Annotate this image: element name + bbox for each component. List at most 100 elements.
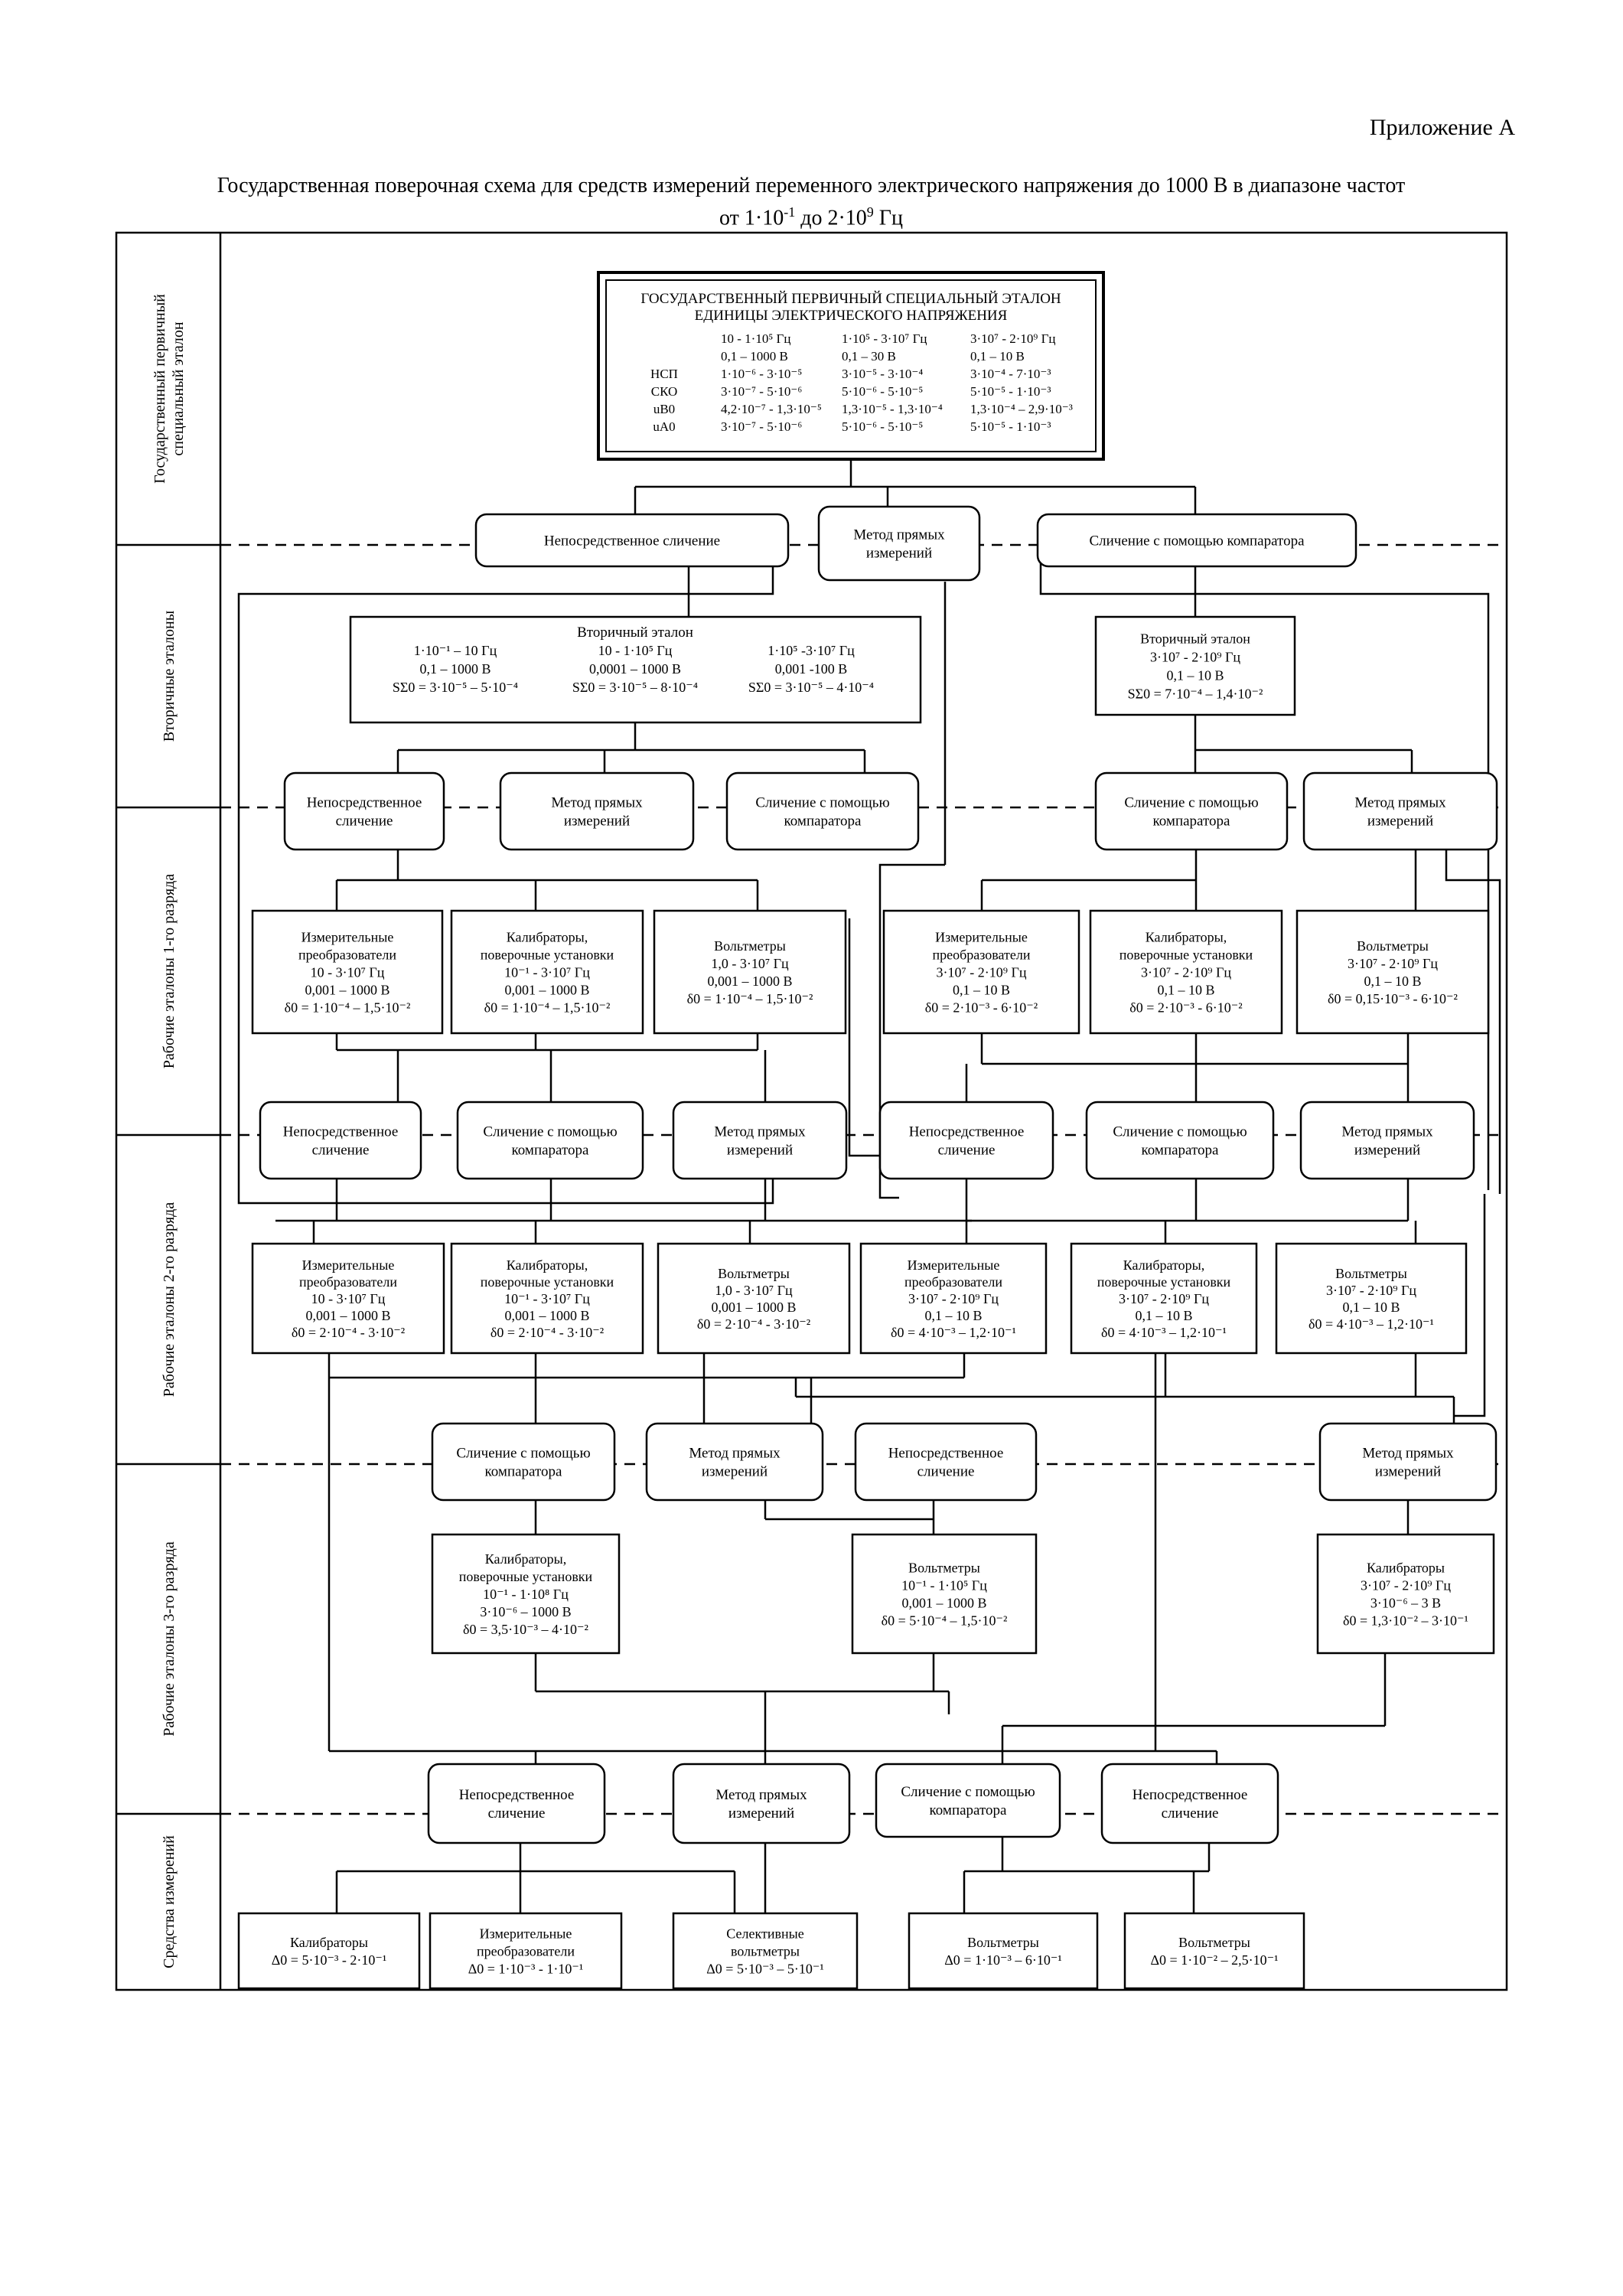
grade1-standard-box-line: δ0 = 1·10⁻⁴ – 1,5·10⁻² xyxy=(687,991,813,1006)
method-direct-measurement-line: измерений xyxy=(866,546,932,562)
primary-standard-cell: 1,3·10⁻⁴ – 2,9·10⁻³ xyxy=(970,402,1073,416)
method-direct-comparison-line: Непосредственное xyxy=(459,1787,575,1803)
method-direct-measurement-border xyxy=(645,1422,824,1502)
grade2-standard-box-line: 0,1 – 10 В xyxy=(1342,1300,1400,1315)
grade2-standard-box-border xyxy=(450,1242,644,1355)
method-direct-comparison: Непосредственное сличение xyxy=(283,771,445,851)
method-direct-measurement-line: Метод прямых xyxy=(714,1124,806,1140)
primary-standard-cell: 3·10⁻⁷ - 5·10⁻⁶ xyxy=(721,384,802,399)
method-direct-comparison-border xyxy=(259,1101,422,1180)
grade1-standard-box-line: δ0 = 1·10⁻⁴ – 1,5·10⁻² xyxy=(484,1000,611,1015)
grade3-standard-box-line: 10⁻¹ - 1·10⁸ Гц xyxy=(483,1587,569,1602)
grade1-standard-box-line: 0,001 – 1000 В xyxy=(707,974,792,989)
title-line-1: Государственная поверочная схема для сре… xyxy=(217,174,1406,197)
outer-frame xyxy=(115,231,1508,1991)
method-comparator-comparison-border xyxy=(431,1422,616,1502)
method-direct-comparison-border xyxy=(878,1101,1054,1180)
method-direct-comparison-border xyxy=(427,1763,606,1844)
method-comparator-comparison: Сличение с помощью компаратора xyxy=(1036,513,1357,568)
grade1-standard-box-line: 3·10⁷ - 2·10⁹ Гц xyxy=(936,964,1026,980)
grade1-standard-box-line: 10 - 3·10⁷ Гц xyxy=(311,964,385,980)
connector-line xyxy=(848,918,880,1157)
grade2-standard-box-line: 3·10⁷ - 2·10⁹ Гц xyxy=(1326,1283,1416,1298)
grade2-standard-box-line: 3·10⁷ - 2·10⁹ Гц xyxy=(1119,1291,1209,1306)
grade1-standard-box-border xyxy=(1295,909,1490,1035)
band-label: Вторичные эталоны xyxy=(161,611,178,742)
band-label: Рабочие эталоны 2-го разряда xyxy=(161,1202,178,1397)
primary-standard-cell: 10 - 1·10⁵ Гц xyxy=(721,331,790,346)
method-comparator-comparison-line: компаратора xyxy=(1153,814,1231,830)
grade2-standard-box-line: 0,001 – 1000 В xyxy=(504,1308,589,1323)
grade2-standard-box-line: поверочные установки xyxy=(1097,1274,1231,1290)
secondary-standard-left-cell-line: 0,1 – 1000 В xyxy=(419,661,490,677)
grade2-standard-box-border xyxy=(859,1242,1048,1355)
grade1-standard-box-line: преобразователи xyxy=(932,947,1030,962)
grade1-standard-box-line: Вольтметры xyxy=(714,938,786,954)
measuring-instrument-box-border xyxy=(429,1912,623,1990)
secondary-standard-left-cell-line: SΣ0 = 3·10⁻⁵ – 5·10⁻⁴ xyxy=(393,680,518,695)
method-direct-comparison-line: сличение xyxy=(336,814,393,830)
grade3-standard-box-line: Калибраторы, xyxy=(485,1551,566,1567)
method-direct-comparison-line: Непосредственное xyxy=(307,795,422,811)
method-comparator-comparison-line: Сличение с помощью xyxy=(1113,1124,1247,1140)
primary-standard-cell: 3·10⁻⁴ - 7·10⁻³ xyxy=(970,367,1051,381)
grade1-standard-box-line: 0,001 – 1000 В xyxy=(504,982,589,997)
method-direct-measurement-line: Метод прямых xyxy=(853,527,945,543)
primary-standard-cell: 5·10⁻⁶ - 5·10⁻⁵ xyxy=(842,419,923,434)
page-title: Государственная поверочная схема для сре… xyxy=(115,173,1507,231)
grade3-standard-box-line: поверочные установки xyxy=(459,1569,593,1584)
grade1-standard-box-line: 1,0 - 3·10⁷ Гц xyxy=(711,956,789,971)
primary-standard-cell: 0,1 – 10 В xyxy=(970,349,1025,364)
method-direct-measurement-border xyxy=(672,1763,851,1844)
grade2-standard-box-line: δ0 = 4·10⁻³ – 1,2·10⁻¹ xyxy=(1309,1316,1434,1332)
measuring-instrument-box-line: Вольтметры xyxy=(1178,1935,1250,1950)
primary-standard-cell: 0,1 – 1000 В xyxy=(721,349,788,364)
primary-standard-cell: uA0 xyxy=(653,419,675,434)
band-label-line: Государственный первичный xyxy=(152,294,168,484)
measuring-instrument-box-line: вольтметры xyxy=(731,1943,800,1958)
grade2-standard-box-line: δ0 = 2·10⁻⁴ - 3·10⁻² xyxy=(697,1316,810,1332)
title-exp-2: 9 xyxy=(866,204,874,220)
grade3-standard-box-line: 3·10⁻⁶ – 3 В xyxy=(1370,1595,1441,1610)
title-line-2-b: до 2·10 xyxy=(795,206,867,230)
grade2-standard-box-line: 0,001 – 1000 В xyxy=(711,1300,796,1315)
method-direct-measurement-border xyxy=(499,771,695,851)
method-comparator-comparison-line: Сличение с помощью компаратора xyxy=(1089,533,1305,550)
method-direct-measurement: Метод прямых измерений xyxy=(817,505,981,582)
grade1-standard-box-border xyxy=(1089,909,1283,1035)
secondary-standard-left-title: Вторичный эталон xyxy=(577,625,693,641)
grade3-standard-box-line: 10⁻¹ - 1·10⁵ Гц xyxy=(901,1577,987,1593)
grade2-standard-box-line: 1,0 - 3·10⁷ Гц xyxy=(715,1283,793,1298)
grade2-standard-box-line: Калибраторы, xyxy=(1123,1257,1204,1273)
grade1-standard-box-border xyxy=(450,909,644,1035)
band-label: Рабочие эталоны 1-го разряда xyxy=(161,874,178,1069)
grade1-standard-box-line: 0,1 – 10 В xyxy=(1157,982,1214,997)
method-direct-measurement-line: Метод прямых xyxy=(715,1787,807,1803)
method-direct-comparison-line: Непосредственное xyxy=(1133,1787,1248,1803)
title-line-2: от 1·10-1 до 2·109 Гц xyxy=(115,199,1507,231)
measuring-instrument-box-line: Δ0 = 1·10⁻³ - 1·10⁻¹ xyxy=(468,1961,584,1976)
secondary-standard-right-box-line: 0,1 – 10 В xyxy=(1166,667,1224,683)
grade1-standard-box-line: поверочные установки xyxy=(1119,947,1253,962)
method-direct-measurement-line: Метод прямых xyxy=(689,1446,781,1462)
grade2-standard-box-line: Измерительные xyxy=(302,1257,395,1273)
method-direct-comparison-line: сличение xyxy=(488,1805,546,1821)
